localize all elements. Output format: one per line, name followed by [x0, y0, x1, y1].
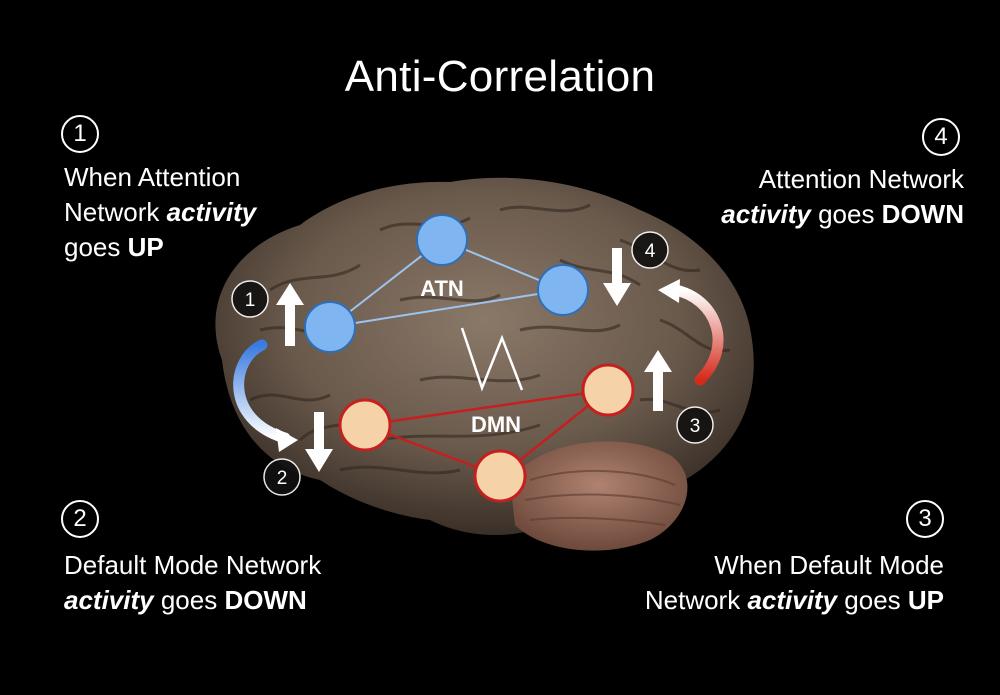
- svg-text:3: 3: [690, 416, 701, 437]
- cerebellum: [510, 441, 688, 551]
- transition-arrow-1-to-2: [233, 339, 291, 444]
- dmn-node: [581, 363, 635, 417]
- atn-node: [416, 214, 468, 266]
- marker-2: 2: [263, 458, 301, 496]
- svg-text:4: 4: [645, 241, 656, 262]
- svg-text:2: 2: [277, 468, 288, 489]
- marker-1: 1: [231, 280, 269, 318]
- step-number-2: 2: [61, 500, 99, 538]
- step-2-caption: Default Mode Network activity goes DOWN: [64, 548, 321, 618]
- caption-line: Attention Network: [758, 164, 964, 194]
- dmn-node: [338, 398, 392, 452]
- transition-arrow-3-to-4: [669, 284, 724, 386]
- step-1-caption: When Attention Network activity goes UP: [64, 160, 256, 265]
- step-4-caption: Attention Network activity goes DOWN: [721, 162, 964, 232]
- caption-line: activity goes DOWN: [721, 199, 964, 229]
- anticorrelation-zigzag-icon: [460, 327, 524, 392]
- caption-line: goes UP: [64, 232, 164, 262]
- caption-line: When Attention: [64, 162, 241, 192]
- down-arrow-icon: [603, 248, 631, 306]
- step-number-4: 4: [922, 118, 960, 156]
- atn-label: ATN: [420, 276, 464, 301]
- up-arrow-icon: [644, 350, 672, 411]
- caption-line: activity goes DOWN: [64, 585, 307, 615]
- caption-line: Network activity goes UP: [644, 585, 944, 615]
- diagram-title: Anti-Correlation: [344, 52, 656, 101]
- up-arrow-icon: [276, 283, 304, 346]
- marker-4: 4: [631, 231, 669, 269]
- caption-line: Network activity: [64, 197, 257, 227]
- caption-line: When Default Mode: [714, 550, 944, 580]
- dmn-node: [473, 449, 527, 503]
- caption-line: Default Mode Network: [64, 550, 322, 580]
- dmn-label: DMN: [471, 412, 521, 437]
- down-arrow-icon: [305, 412, 333, 472]
- marker-3: 3: [676, 406, 714, 444]
- step-number-3: 3: [906, 500, 944, 538]
- step-3-caption: When Default Mode Network activity goes …: [645, 548, 944, 618]
- atn-node: [537, 264, 589, 316]
- svg-text:1: 1: [245, 290, 256, 311]
- step-number-1: 1: [61, 115, 99, 153]
- atn-node: [304, 301, 356, 353]
